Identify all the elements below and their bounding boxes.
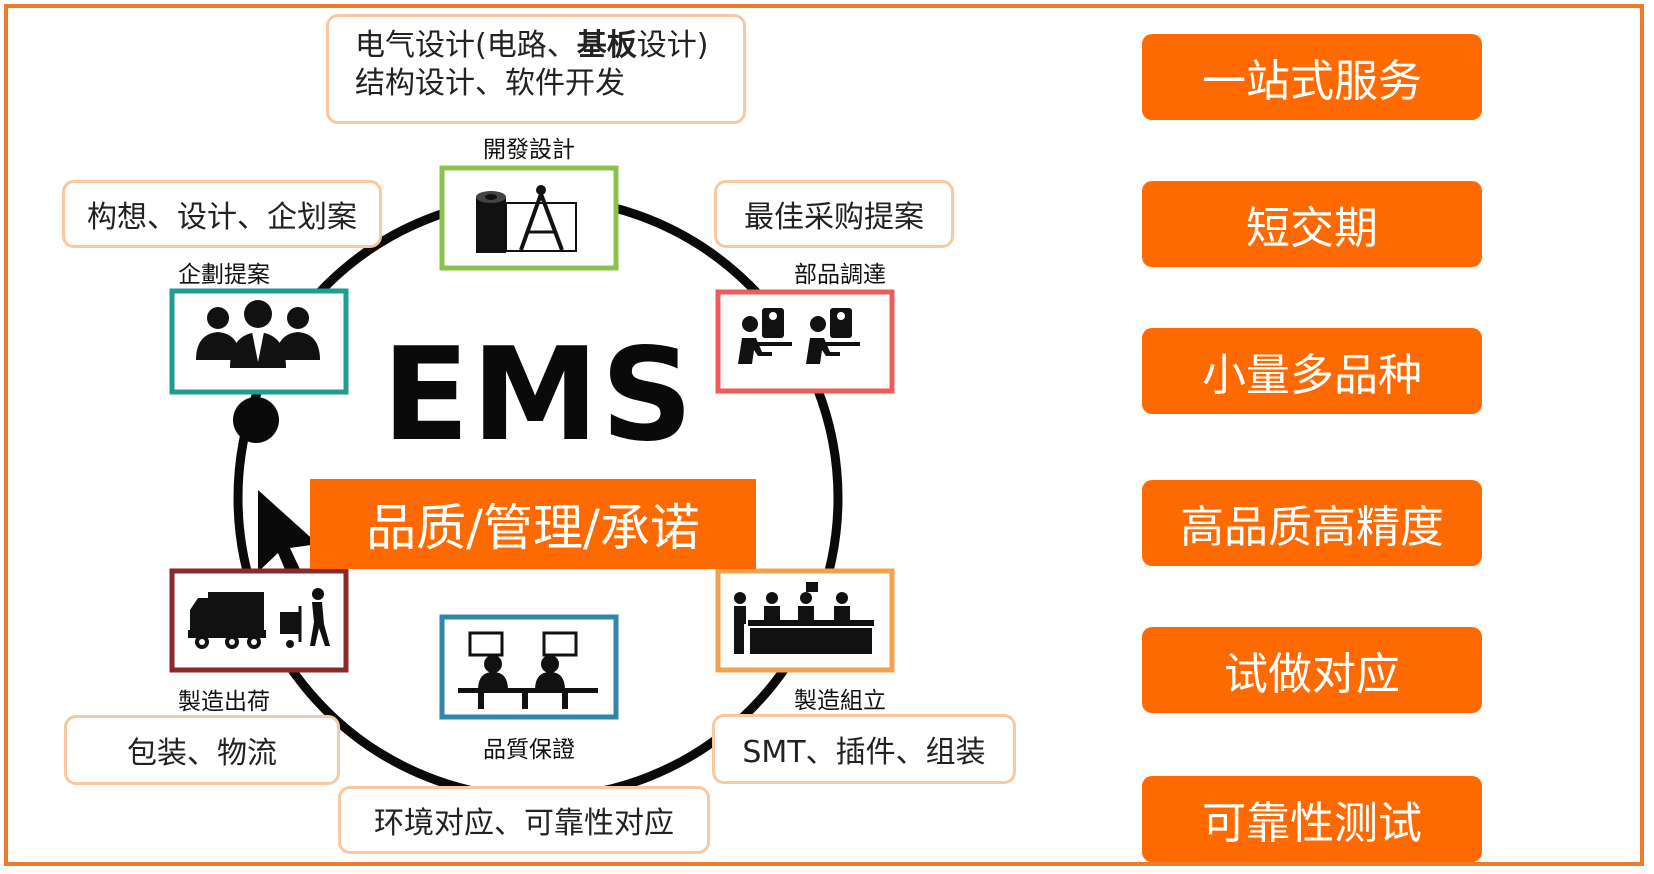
procurement-note: 最佳采购提案	[714, 180, 954, 248]
stage-assembly-label: 製造組立	[794, 688, 886, 714]
stage-qa-label: 品質保證	[483, 737, 575, 763]
design-note-line-2: 结构设计、软件开发	[355, 66, 625, 101]
drafting-compass-icon	[476, 185, 577, 253]
workers-at-desk-icon	[738, 308, 860, 364]
feature-short-lead-time: 短交期	[1142, 181, 1482, 267]
feature-high-quality-precision: 高品质高精度	[1142, 480, 1482, 566]
stage-shipping-label: 製造出荷	[178, 689, 270, 715]
feature-one-stop-service: 一站式服务	[1142, 34, 1482, 120]
assembly-note: SMT、插件、组装	[712, 714, 1016, 784]
feature-reliability-testing: 可靠性测试	[1142, 776, 1482, 862]
stage-design-box	[439, 165, 619, 271]
stage-procurement-box	[715, 289, 895, 394]
stage-qa-box	[439, 614, 619, 720]
feature-low-volume-high-mix: 小量多品种	[1142, 328, 1482, 414]
assembly-line-icon	[734, 582, 874, 654]
stage-assembly-box	[715, 568, 895, 673]
stage-planning-box	[169, 288, 349, 395]
knob-dot	[233, 397, 279, 443]
design-note: 电气设计(电路、基板设计) 结构设计、软件开发	[326, 14, 746, 124]
cycle-arrow-icon	[258, 490, 318, 586]
design-note-line-1: 电气设计(电路、基板设计)	[355, 28, 709, 63]
stage-shipping-box	[169, 568, 349, 673]
ems-title: EMS	[382, 321, 695, 470]
engineers-at-monitors-icon	[458, 631, 598, 709]
shipping-note: 包装、物流	[64, 715, 340, 785]
stage-planning-label: 企劃提案	[178, 262, 270, 288]
stage-design-label: 開發設計	[483, 137, 575, 163]
qa-note: 环境对应、可靠性对应	[338, 786, 710, 854]
planning-note: 构想、设计、企划案	[62, 180, 382, 248]
feature-prototype-support: 试做对应	[1142, 627, 1482, 713]
stage-procurement-label: 部品調達	[794, 262, 886, 288]
team-icon	[196, 300, 320, 368]
outer-frame	[4, 4, 1644, 866]
truck-delivery-icon	[188, 588, 330, 649]
quality-management-banner: 品质/管理/承诺	[310, 479, 756, 569]
